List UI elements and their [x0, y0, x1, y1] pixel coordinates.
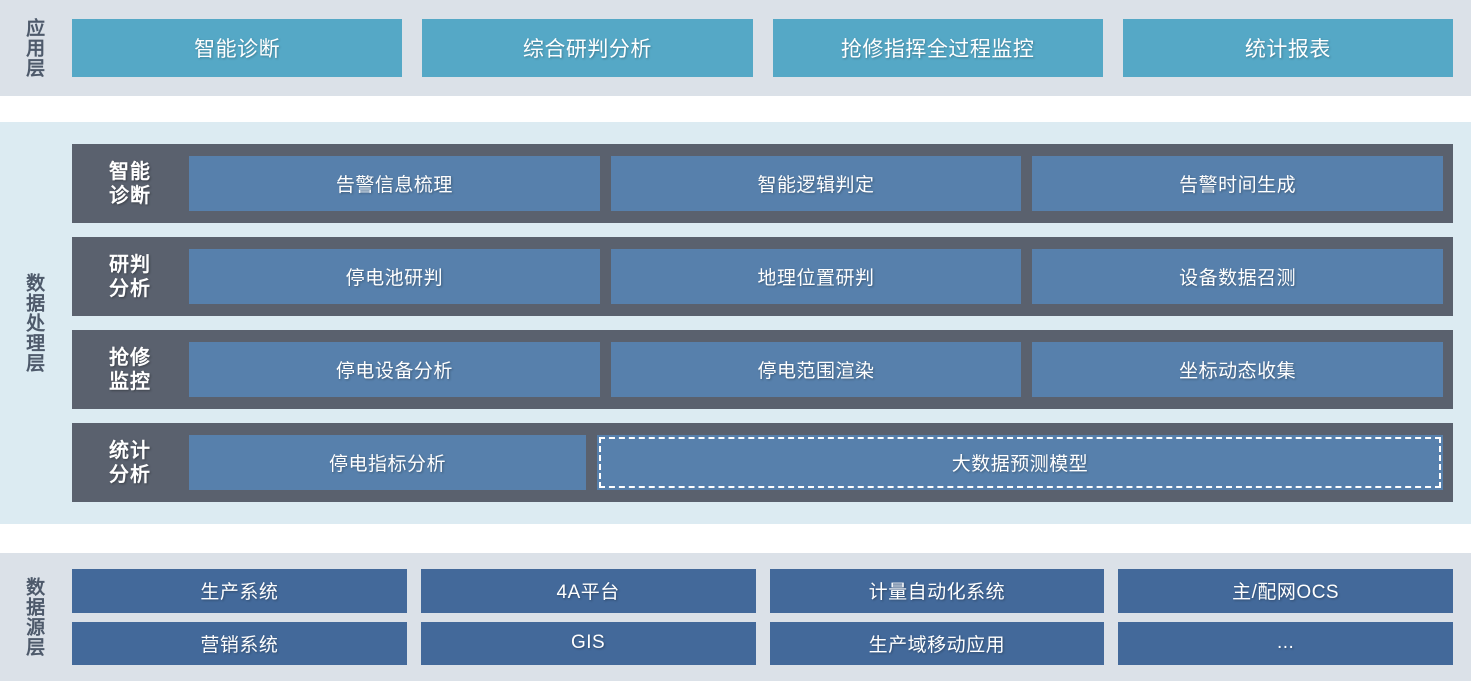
- processing-row-label-statistical-analysis: 统计 分析: [109, 439, 151, 486]
- proc-tile-intelligent-logic-judgment[interactable]: 智能逻辑判定: [610, 156, 1022, 211]
- proc-tile-outage-indicator-analysis[interactable]: 停电指标分析: [189, 435, 587, 490]
- src-tile-4a-platform[interactable]: 4A平台: [420, 569, 756, 613]
- proc-tile-alarm-time-generation[interactable]: 告警时间生成: [1032, 156, 1444, 211]
- band-gap-upper: [0, 96, 1471, 122]
- application-layer-label: 应用层: [23, 18, 45, 78]
- proc-tile-outage-device-analysis[interactable]: 停电设备分析: [189, 342, 600, 397]
- processing-row-label-repair-monitoring: 抢修 监控: [109, 346, 151, 393]
- app-tile-comprehensive-analysis[interactable]: 综合研判分析: [422, 19, 753, 77]
- processing-row-label-analysis-judgment: 研判 分析: [109, 253, 151, 300]
- processing-row-tiles: 告警信息梳理 智能逻辑判定 告警时间生成: [189, 156, 1444, 211]
- proc-tile-alarm-info-sorting[interactable]: 告警信息梳理: [189, 156, 600, 211]
- data-source-layer-label: 数据源层: [23, 577, 45, 657]
- proc-tile-outage-pool-judgment[interactable]: 停电池研判: [189, 249, 600, 304]
- source-row-top: 生产系统 4A平台 计量自动化系统 主/配网OCS: [72, 569, 1453, 613]
- data-processing-layer-label: 数据处理层: [23, 273, 45, 373]
- processing-row-statistical-analysis: 统计 分析 停电指标分析 大数据预测模型: [72, 423, 1453, 502]
- src-tile-gis[interactable]: GIS: [420, 621, 756, 665]
- band-gap-lower: [0, 524, 1471, 553]
- processing-row-label-intelligent-diagnosis: 智能 诊断: [109, 160, 151, 207]
- src-tile-production-system[interactable]: 生产系统: [72, 569, 407, 613]
- app-tile-statistical-report[interactable]: 统计报表: [1122, 19, 1453, 77]
- data-processing-rows: 智能 诊断 告警信息梳理 智能逻辑判定 告警时间生成 研判 分析 停电池研判 地…: [66, 122, 1471, 524]
- data-processing-layer: 数据处理层 智能 诊断 告警信息梳理 智能逻辑判定 告警时间生成 研判 分析 停…: [0, 122, 1471, 524]
- source-row-bottom: 营销系统 GIS 生产域移动应用 ...: [72, 621, 1453, 665]
- processing-row-analysis-judgment: 研判 分析 停电池研判 地理位置研判 设备数据召测: [72, 237, 1453, 316]
- src-tile-marketing-system[interactable]: 营销系统: [72, 621, 407, 665]
- processing-row-tiles: 停电池研判 地理位置研判 设备数据召测: [189, 249, 1444, 304]
- proc-tile-outage-range-rendering[interactable]: 停电范围渲染: [610, 342, 1022, 397]
- src-tile-metering-automation-system[interactable]: 计量自动化系统: [769, 569, 1105, 613]
- proc-tile-device-data-acquisition[interactable]: 设备数据召测: [1032, 249, 1444, 304]
- data-source-rows: 生产系统 4A平台 计量自动化系统 主/配网OCS 营销系统 GIS 生产域移动…: [66, 553, 1471, 681]
- src-tile-production-mobile-application[interactable]: 生产域移动应用: [769, 621, 1105, 665]
- processing-row-tiles: 停电设备分析 停电范围渲染 坐标动态收集: [189, 342, 1444, 397]
- app-tile-intelligent-diagnosis[interactable]: 智能诊断: [72, 19, 403, 77]
- processing-row-repair-monitoring: 抢修 监控 停电设备分析 停电范围渲染 坐标动态收集: [72, 330, 1453, 409]
- src-tile-main-distribution-ocs[interactable]: 主/配网OCS: [1118, 569, 1453, 613]
- processing-row-tiles: 停电指标分析 大数据预测模型: [189, 435, 1443, 490]
- proc-tile-coordinate-dynamic-collection[interactable]: 坐标动态收集: [1032, 342, 1444, 397]
- proc-tile-geographic-location-judgment[interactable]: 地理位置研判: [610, 249, 1022, 304]
- data-source-layer: 数据源层 生产系统 4A平台 计量自动化系统 主/配网OCS 营销系统 GIS …: [0, 553, 1471, 681]
- application-layer-tiles: 智能诊断 综合研判分析 抢修指挥全过程监控 统计报表: [66, 0, 1471, 96]
- processing-row-intelligent-diagnosis: 智能 诊断 告警信息梳理 智能逻辑判定 告警时间生成: [72, 144, 1453, 223]
- app-tile-repair-command-monitoring[interactable]: 抢修指挥全过程监控: [772, 19, 1103, 77]
- src-tile-more[interactable]: ...: [1118, 621, 1453, 665]
- proc-tile-big-data-prediction-model[interactable]: 大数据预测模型: [597, 435, 1443, 490]
- application-layer: 应用层 智能诊断 综合研判分析 抢修指挥全过程监控 统计报表: [0, 0, 1471, 96]
